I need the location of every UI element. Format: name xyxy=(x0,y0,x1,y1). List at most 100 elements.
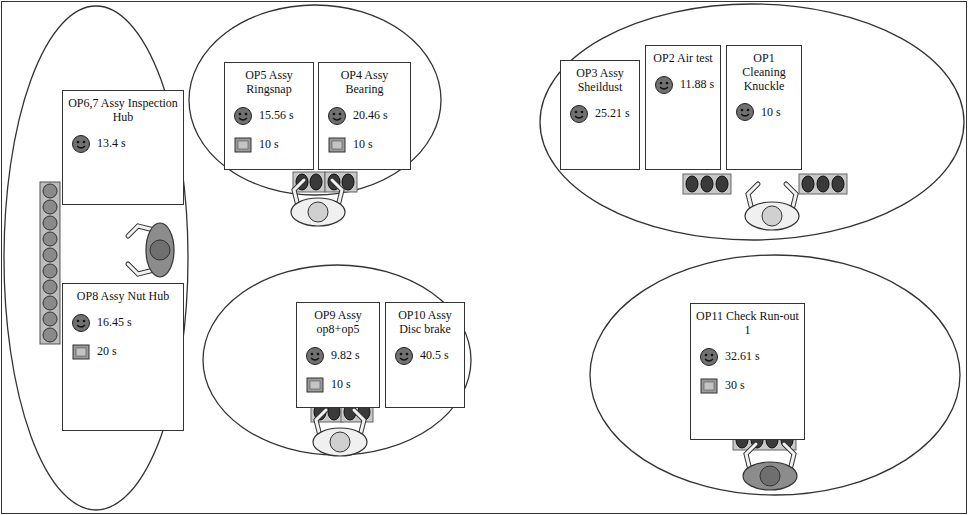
part-on-conveyor xyxy=(716,176,728,192)
operator-time: 25.21 s xyxy=(595,106,630,121)
operator-head xyxy=(308,202,328,222)
operator-figure xyxy=(743,444,797,490)
time-row: 10 s xyxy=(319,135,410,155)
eye xyxy=(747,109,750,112)
work-cell xyxy=(203,265,471,455)
face xyxy=(656,76,673,93)
face xyxy=(701,348,718,365)
smile xyxy=(239,118,247,120)
machine-screen xyxy=(76,348,86,356)
time-row: 13.4 s xyxy=(63,134,183,154)
smile xyxy=(77,146,85,148)
face xyxy=(571,105,588,122)
operator-body xyxy=(313,428,367,456)
operator-icon xyxy=(71,313,91,333)
face xyxy=(73,314,90,331)
operator-figure xyxy=(291,180,345,226)
machine-screen xyxy=(238,141,248,149)
workstation-box: OP6,7 Assy Inspection Hub 13.4 s xyxy=(62,90,184,205)
operator-time: 11.88 s xyxy=(680,77,714,92)
station-title: OP2 Air test xyxy=(646,46,720,66)
part-on-conveyor xyxy=(802,176,814,192)
operator-head xyxy=(330,432,350,452)
part-on-conveyor xyxy=(43,216,57,230)
eye xyxy=(317,352,320,355)
station-title: OP11 Check Run-out 1 xyxy=(691,304,804,338)
eye xyxy=(83,140,86,143)
machine-time: 20 s xyxy=(97,344,117,359)
face xyxy=(737,104,754,121)
time-row: 30 s xyxy=(691,376,804,396)
eye xyxy=(239,112,242,115)
machine-icon xyxy=(233,135,253,155)
eye xyxy=(575,110,578,113)
part-on-conveyor xyxy=(43,280,57,294)
operator-time: 32.61 s xyxy=(725,349,760,364)
operator-head xyxy=(150,240,170,260)
time-row: 16.45 s xyxy=(63,313,183,333)
operator-figure xyxy=(745,184,799,230)
station-title: OP3 Assy Sheildust xyxy=(561,61,639,95)
time-row: 15.56 s xyxy=(225,106,313,126)
part-on-conveyor xyxy=(43,248,57,262)
machine-time: 10 s xyxy=(259,137,279,152)
part-on-conveyor xyxy=(43,328,57,342)
part-on-conveyor xyxy=(342,174,354,190)
machine-square xyxy=(307,378,323,392)
conveyor-strip xyxy=(40,182,60,344)
smile xyxy=(741,114,749,116)
workstation-box: OP9 Assy op8+op59.82 s10 s xyxy=(296,302,380,408)
smile xyxy=(400,358,408,360)
operator-icon xyxy=(569,104,589,124)
operator-icon xyxy=(305,346,325,366)
smile xyxy=(705,359,713,361)
workstation-box: OP10 Assy Disc brake 40.5 s xyxy=(385,302,465,408)
workstation-box: OP11 Check Run-out 1 32.61 s 30 s xyxy=(690,303,805,440)
smile xyxy=(77,325,85,327)
machine-screen xyxy=(310,381,320,389)
station-title: OP6,7 Assy Inspection Hub xyxy=(63,91,183,125)
eye xyxy=(711,353,714,356)
machine-icon xyxy=(305,375,325,395)
time-row: 40.5 s xyxy=(386,346,464,366)
face xyxy=(235,107,252,124)
conveyor-strip xyxy=(799,174,847,194)
operator-body xyxy=(743,462,797,490)
part-on-conveyor xyxy=(310,174,322,190)
operator-icon xyxy=(233,106,253,126)
time-row: 10 s xyxy=(297,375,379,395)
operator-figure xyxy=(313,410,367,456)
operator-time: 9.82 s xyxy=(331,348,360,363)
operator-body xyxy=(291,198,345,226)
station-title: OP4 Assy Bearing xyxy=(319,63,410,97)
machine-icon xyxy=(327,135,347,155)
machine-square xyxy=(329,138,345,152)
conveyor-strip xyxy=(683,174,731,194)
eye xyxy=(77,319,80,322)
machine-screen xyxy=(332,141,342,149)
eye xyxy=(705,353,708,356)
machine-square xyxy=(701,379,717,393)
operator-time: 13.4 s xyxy=(97,136,126,151)
smile xyxy=(311,358,319,360)
part-on-conveyor xyxy=(817,176,829,192)
part-on-conveyor xyxy=(43,200,57,214)
operator-time: 10 s xyxy=(761,105,781,120)
machine-screen xyxy=(704,382,714,390)
operator-time: 20.46 s xyxy=(353,108,388,123)
face xyxy=(396,347,413,364)
part-on-conveyor xyxy=(43,184,57,198)
workstation-box: OP4 Assy Bearing 20.46 s 10 s xyxy=(318,62,411,170)
operator-icon xyxy=(699,347,719,367)
operator-body xyxy=(745,202,799,230)
station-title: OP10 Assy Disc brake xyxy=(386,303,464,337)
part-on-conveyor xyxy=(43,296,57,310)
machine-icon xyxy=(699,376,719,396)
workstation-box: OP1 Cleaning Knuckle10 s xyxy=(726,45,802,170)
part-on-conveyor xyxy=(43,264,57,278)
operator-icon xyxy=(327,106,347,126)
smile xyxy=(660,87,668,89)
time-row: 11.88 s xyxy=(646,75,720,95)
